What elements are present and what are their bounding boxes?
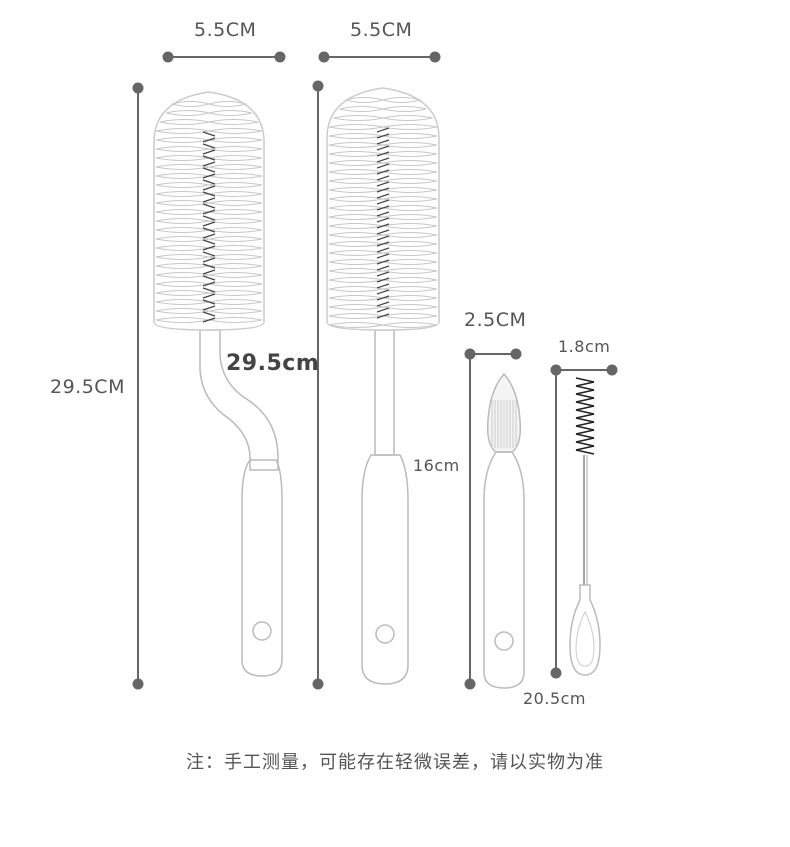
bottle-brush-straight (326, 87, 440, 685)
straw-height-line (550, 370, 562, 679)
brush2-width-label: 5.5CM (350, 19, 413, 41)
total-height-line (132, 82, 144, 690)
hang-hole (375, 624, 395, 644)
brush1-width-line (162, 51, 286, 63)
measurement-note: 注：手工测量，可能存在轻微误差，请以实物为准 (186, 752, 604, 773)
straw-width-label: 1.8cm (558, 337, 611, 356)
nipple-brush-handle (483, 451, 525, 689)
hang-hole (252, 621, 272, 641)
brush1-height-label: 29.5cm (226, 351, 320, 376)
straw-height-label: 20.5cm (523, 689, 587, 708)
straight-neck (374, 329, 395, 456)
brush1-width-label: 5.5CM (194, 19, 257, 41)
nipple-bristles (491, 400, 517, 448)
nipple-width-line (464, 348, 522, 360)
handle-grip (361, 454, 409, 685)
bristle-head (153, 91, 265, 331)
nipple-height-line (464, 354, 476, 690)
brush2-width-line (318, 51, 441, 63)
total-height-label: 29.5CM (50, 376, 125, 398)
straw-brush (569, 377, 601, 676)
straw-width-line (550, 364, 618, 376)
nipple-height-label: 16cm (413, 456, 460, 475)
straw-loop-handle (569, 584, 601, 676)
dimension-lines (132, 51, 618, 690)
straw-bristles (575, 377, 595, 455)
brush2-height-line (312, 80, 324, 690)
hang-hole (494, 631, 514, 651)
handle-grip (241, 459, 283, 677)
bristle-head (326, 87, 440, 331)
nipple-brush (483, 372, 525, 689)
nipple-width-label: 2.5CM (464, 309, 527, 331)
bottle-brush-bent (153, 91, 283, 677)
